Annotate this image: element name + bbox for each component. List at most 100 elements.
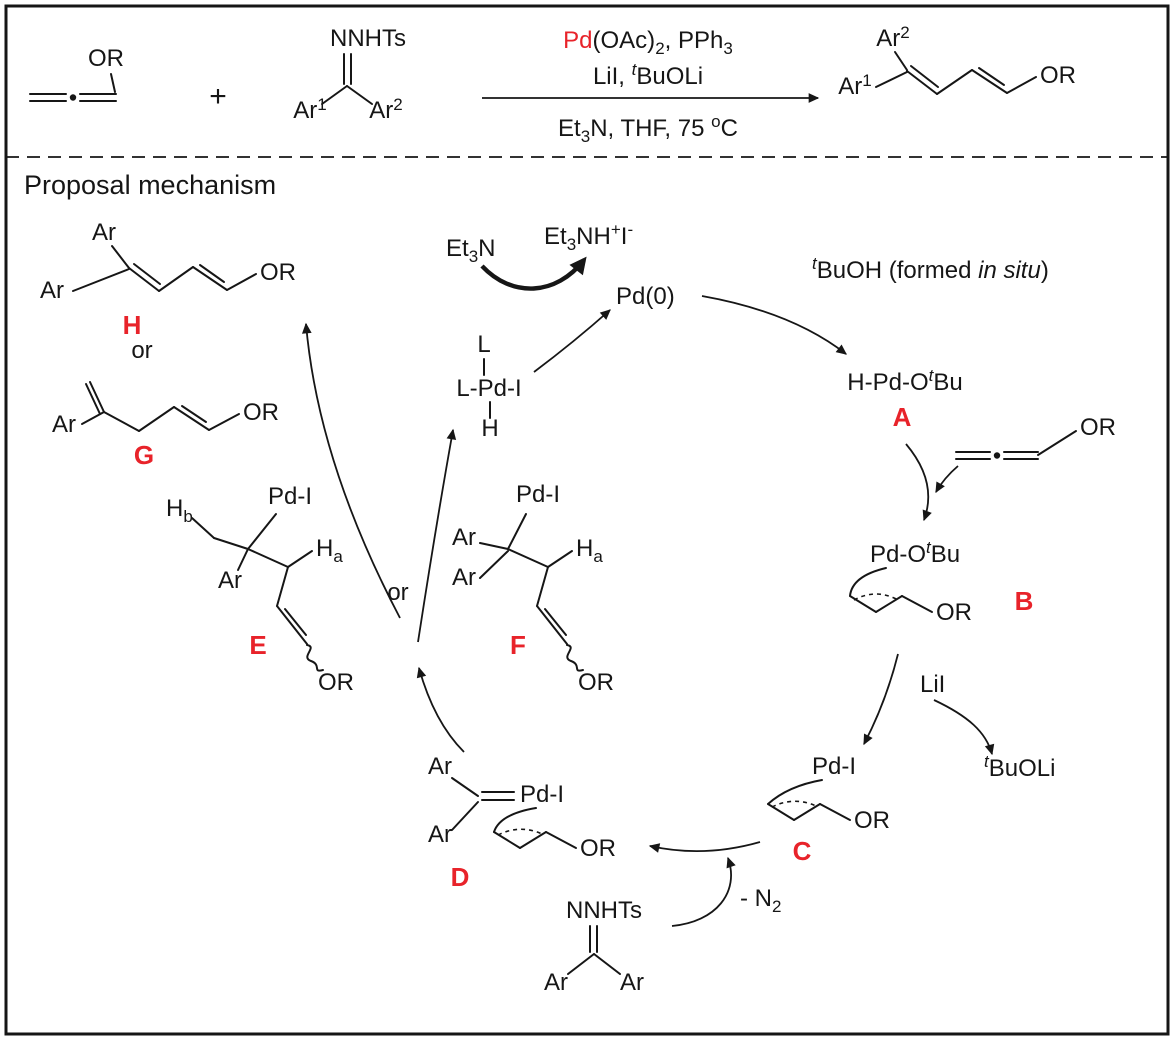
arrow-d-to-ef: [416, 666, 465, 753]
product-h-structure-shape: [226, 273, 257, 291]
label-f: F: [510, 630, 526, 660]
arrow-ef-to-products: [301, 322, 401, 619]
product-h-structure-shape: [111, 245, 130, 269]
complex-f-shape: [544, 608, 567, 636]
complex-f-shape: [479, 542, 509, 550]
prodh-or-label: OR: [260, 259, 296, 286]
allene-or-label: OR: [88, 45, 124, 72]
product-g-structure-shape: [89, 381, 105, 413]
complex-e-shape: [284, 608, 307, 636]
complex-b-shape: [901, 595, 933, 613]
l-pd-i-hydride-complex: L L-Pd-I H: [456, 331, 521, 442]
plus-sign: +: [209, 80, 227, 113]
pd0-label: Pd(0): [616, 283, 675, 310]
lii-label: LiI: [920, 671, 945, 698]
arrow-lii-tbuoli-exchange: [933, 699, 995, 756]
complex-e-ar-label: Ar: [218, 567, 242, 594]
complex-b-shape: [853, 593, 899, 601]
complex-e-shape: [237, 548, 249, 571]
hydrazone-reactant-shape: [321, 85, 348, 105]
complex-e: Hb Pd-I Ar Ha OR E: [166, 483, 354, 696]
diene-product-shape: [1006, 76, 1037, 94]
label-g: G: [134, 440, 154, 470]
allene-reactant: OR: [29, 45, 124, 102]
complex-f-ar-top-label: Ar: [452, 524, 476, 551]
label-c: C: [793, 836, 812, 866]
complex-d-shape: [493, 807, 537, 833]
complex-e-or-label: OR: [318, 669, 354, 696]
complex-f-pd-label: Pd-I: [516, 481, 560, 508]
hydrazone-nnhts-label: NNHTs: [330, 25, 406, 52]
allene-mech-shape: [1037, 430, 1077, 456]
complex-e-shape: [276, 605, 308, 645]
diene-product: Ar2 Ar1 OR: [838, 23, 1076, 100]
hydrazone-reactant: NNHTs Ar1 Ar2: [293, 25, 406, 124]
complex-d: Ar Ar Pd-I OR D: [428, 753, 616, 892]
allene-mech-or-label: OR: [1080, 414, 1116, 441]
complex-d-or-label: OR: [580, 835, 616, 862]
complex-e-shape: [287, 550, 313, 568]
label-h: H: [123, 310, 142, 340]
complex-d-ar-top-label: Ar: [428, 753, 452, 780]
product-h-structure-shape: [199, 264, 225, 283]
arrow-ef-to-lpdi: [417, 428, 457, 643]
arrow-hydrazone-feed: [671, 856, 736, 927]
et3n-label: Et3N: [446, 235, 496, 266]
product-h-structure-shape: [72, 268, 130, 292]
complex-f-shape: [507, 513, 527, 550]
arrow-c-to-d: [648, 841, 761, 853]
complex-e-shape: [247, 548, 289, 568]
arrow-lpdi-to-pd0: [533, 309, 611, 373]
arrow-b-to-c: [863, 653, 899, 746]
complex-c-formula: Pd-I: [812, 753, 856, 780]
label-a: A: [893, 402, 912, 432]
hydrazone-ar1-label: Ar1: [293, 95, 326, 124]
hydrazone-mech: NNHTs Ar Ar: [544, 897, 644, 996]
ammonium-salt-label: Et3NH+I-: [544, 220, 633, 254]
complex-e-ha-label: Ha: [316, 535, 343, 566]
allene-reactant-shape: [110, 73, 116, 93]
diene-product-shape: [971, 69, 1008, 94]
complex-b-shape: [849, 595, 877, 613]
hydrazone-ar2-label: Ar2: [369, 95, 402, 124]
complex-d-shape: [451, 777, 479, 797]
product-ar1-label: Ar1: [838, 71, 871, 100]
product-g-structure: Ar OR G: [52, 381, 279, 470]
diene-product-shape: [978, 67, 1005, 86]
complex-d-shape: [497, 828, 543, 836]
complex-f-shape: [536, 566, 549, 607]
hydrazone-mech-shape: [567, 953, 595, 975]
complex-f-shape: [479, 550, 509, 579]
complex-e-shape: [276, 566, 289, 607]
hydrazone-mech-ar-left-label: Ar: [544, 969, 568, 996]
product-g-structure-shape: [85, 383, 101, 415]
product-g-structure-shape: [208, 413, 240, 431]
arrow-et3n-to-ammonium: [480, 256, 587, 291]
or-word-products: or: [131, 337, 152, 364]
complex-a-formula: H-Pd-OtBu: [847, 366, 962, 396]
allene-mech-shape: [993, 452, 1001, 459]
complex-c: Pd-I OR C: [767, 753, 890, 866]
hydrazone-mech-ar-right-label: Ar: [620, 969, 644, 996]
arrow-a-to-b: [905, 443, 932, 522]
reaction-conditions: Pd(OAc)2, PPh3 LiI, tBuOLi Et3N, THF, 75…: [558, 27, 738, 146]
complex-d-shape: [451, 801, 479, 831]
complex-c-shape: [793, 803, 821, 821]
complex-f-shape: [536, 605, 568, 645]
complex-f-shape: [547, 550, 573, 568]
complex-d-shape: [519, 831, 547, 849]
lpdi-chain-label: L-Pd-I: [456, 375, 521, 402]
complex-b: Pd-OtBu OR B: [849, 538, 1033, 626]
hydrazone-mech-nnhts-label: NNHTs: [566, 897, 642, 924]
complex-e-shape: [247, 513, 277, 550]
lpdi-l-label: L: [477, 331, 490, 358]
complex-b-formula: Pd-OtBu: [870, 538, 960, 568]
product-g-structure-shape: [181, 405, 207, 423]
prodg-or-label: OR: [243, 399, 279, 426]
complex-f-ar-bottom-label: Ar: [452, 564, 476, 591]
label-e: E: [249, 630, 266, 660]
conditions-line2: LiI, tBuOLi: [593, 60, 703, 90]
complex-b-shape: [849, 567, 887, 597]
complex-d-pd-label: Pd-I: [520, 781, 564, 808]
